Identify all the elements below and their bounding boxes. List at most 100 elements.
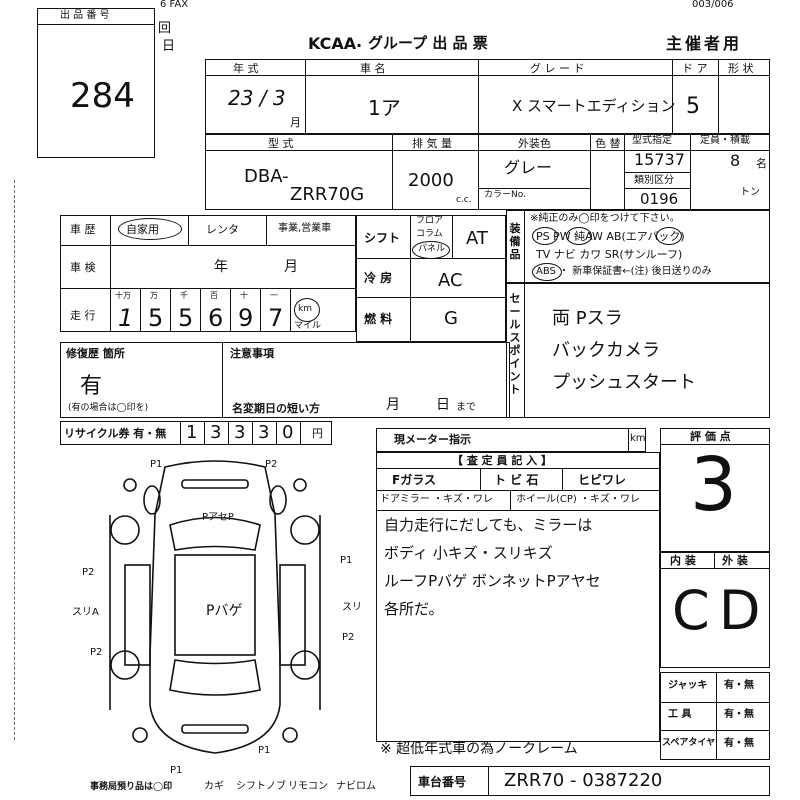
sales-point-2: バックカメラ	[552, 340, 660, 361]
repair-note: (有の場合は◯印を)	[68, 403, 149, 413]
door-mirror-label: ドアミラー ・キズ・ワレ	[380, 494, 493, 505]
evaluation-value: 3	[690, 442, 738, 528]
inspector-title: 【 査 定 員 記 入 】	[452, 454, 552, 467]
mileage-digit-4: 9	[238, 304, 254, 332]
mileage-digit-1: 5	[148, 304, 164, 332]
spare-tire-value: 有・無	[724, 738, 754, 749]
inspector-note-3: ルーフPバゲ ボンネットPアヤセ	[384, 572, 601, 590]
panel-circle-mark	[412, 241, 450, 259]
unit-km: km	[298, 304, 312, 314]
class-header: 類別区分	[634, 175, 674, 186]
diagram-mark-0: P1	[150, 459, 162, 470]
exterior-color-value: グレー	[504, 158, 553, 177]
displacement-header: 排 気 量	[412, 137, 452, 150]
recycle-unit: 円	[312, 427, 323, 440]
diagram-mark-3: P1	[340, 555, 352, 566]
equipment-frame	[506, 210, 770, 283]
left-margin-line	[14, 180, 15, 740]
diagram-mark-2: P2	[82, 567, 94, 578]
color-change-header: 色 替	[595, 137, 621, 150]
int-ext-value: C D	[672, 579, 760, 642]
displacement-value: 2000	[408, 170, 454, 191]
capacity-header: 定員・積載	[700, 135, 750, 146]
lot-number-value: 284	[70, 76, 135, 116]
year-value: 23 / 3	[228, 86, 286, 110]
lot-side-1: 回	[158, 21, 172, 36]
row1-frame	[205, 59, 770, 134]
inspection-day: 日	[436, 397, 450, 413]
recycle-frame	[60, 421, 332, 445]
office-navi-rom: ナビロム	[336, 781, 376, 792]
recycle-label: リサイクル券 有・無	[64, 427, 167, 440]
mileage-header: 走 行	[70, 309, 96, 322]
lot-number-box: 出 品 番 号 284	[37, 8, 155, 158]
recycle-digit-1: 3	[210, 422, 222, 443]
km-circle-mark	[294, 298, 320, 322]
fax-header-left: 6 FAX	[160, 0, 189, 10]
ac-value: AC	[438, 270, 463, 291]
digit-label-0: 十万	[115, 291, 131, 300]
repair-notes-frame	[60, 342, 510, 418]
wheel-label: ホイール(CP) ・キズ・ワレ	[516, 494, 640, 505]
digit-label-1: 万	[150, 291, 158, 300]
shape-header: 形 状	[728, 62, 754, 75]
grade-value: X スマートエディション	[512, 97, 676, 115]
type-designation-value: 15737	[634, 150, 685, 169]
jack-label: ジャッキ	[668, 680, 708, 691]
abs-circle-mark	[532, 263, 562, 281]
car-name-value: 1ア	[368, 96, 401, 120]
interior-header: 内 装	[670, 554, 696, 567]
ab-circle-mark	[656, 227, 682, 245]
brand-logo: KCAA	[308, 34, 357, 53]
door-header: ド ア	[682, 62, 708, 75]
office-remote: リモコン	[288, 781, 328, 792]
inspector-note-4: 各所だ。	[384, 600, 444, 618]
meter-frame	[376, 428, 646, 452]
office-shift-knob: シフトノブ	[236, 781, 286, 792]
fuel-header: 燃 料	[364, 312, 393, 326]
class-value: 0196	[640, 190, 679, 208]
digit-label-5: 一	[270, 291, 278, 300]
shift-floor: フロア	[416, 216, 444, 226]
fuel-value: G	[444, 308, 458, 329]
int-ext-frame	[660, 552, 770, 668]
mileage-digit-3: 6	[208, 304, 224, 332]
diagram-mark-4: P2	[90, 647, 102, 658]
diagram-mark-7: P1	[258, 745, 270, 756]
shaken-month: 月	[284, 259, 298, 275]
recycle-digit-4: 0	[282, 422, 294, 443]
inspection-made: まで	[456, 402, 476, 413]
sales-point-label: セールスポイント	[509, 292, 521, 396]
history-frame	[60, 215, 356, 332]
displacement-unit: c.c.	[456, 195, 472, 205]
sales-point-frame	[506, 283, 770, 418]
mileage-digit-0: 1	[118, 304, 134, 332]
door-value: 5	[686, 94, 700, 119]
exterior-header: 外 装	[722, 554, 748, 567]
shaken-header: 車 検	[70, 261, 96, 274]
organizer-label: 主催者用	[666, 34, 743, 53]
crack-label: ヒビワレ	[578, 473, 627, 487]
office-items-label: 事務局預り品は◯印	[90, 782, 173, 792]
model-value-prefix: DBA-	[244, 166, 289, 187]
evaluation-frame	[660, 428, 770, 552]
ps-circle-mark	[532, 227, 558, 245]
inspector-note-2: ボディ 小キズ・スリキズ	[384, 544, 553, 562]
year-header: 年 式	[233, 62, 259, 75]
ton-unit: トン	[740, 187, 760, 198]
title-dot: .	[356, 32, 363, 51]
repair-history-value: 有	[80, 374, 103, 399]
accessories-frame	[660, 672, 770, 760]
equipment-line-2: PS PW 純AW AB(エアバック)	[536, 230, 685, 243]
color-number-label: カラーNo.	[484, 190, 526, 200]
digit-label-2: 千	[180, 291, 188, 300]
grade-header: グ レ ー ド	[530, 62, 585, 75]
diagram-mark-1: P2	[265, 459, 277, 470]
history-rental: レンタ	[206, 223, 239, 236]
shift-column: コラム	[416, 229, 443, 239]
office-key: カギ	[204, 781, 224, 792]
chassis-label: 車台番号	[418, 775, 467, 789]
diagram-side-mark-left: スリA	[72, 607, 99, 618]
private-circle-mark	[118, 218, 182, 240]
ac-header: 冷 房	[364, 271, 393, 285]
